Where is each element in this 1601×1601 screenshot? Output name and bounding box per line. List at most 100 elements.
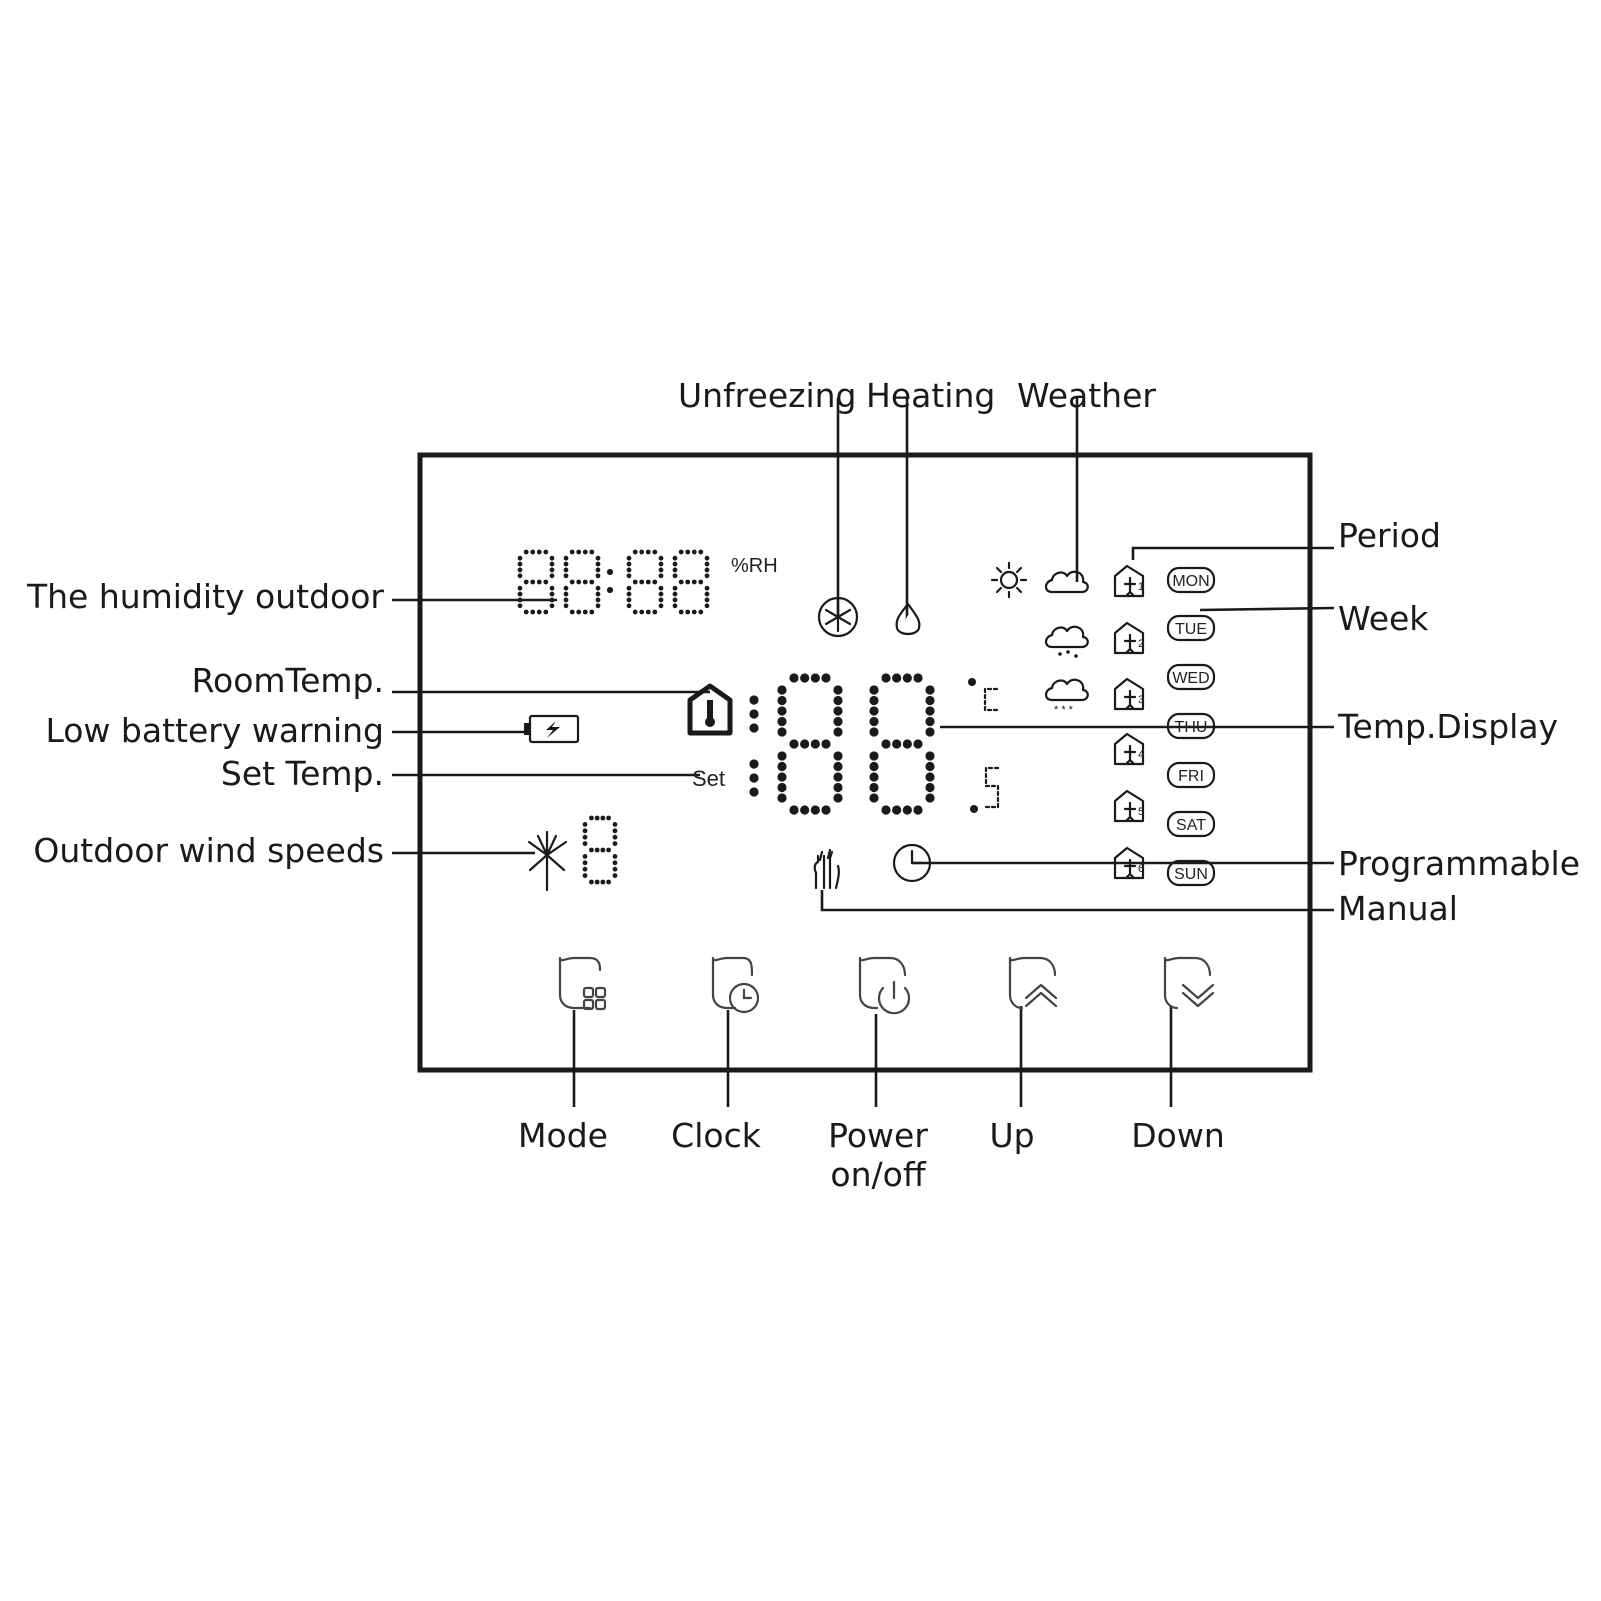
segment-dot: [523, 579, 529, 585]
day-badge: FRI: [1166, 761, 1216, 789]
segment-dot: [800, 805, 810, 815]
one-dot: [749, 709, 759, 719]
clock-button[interactable]: [711, 956, 760, 1014]
label-unfreezing: Unfreezing: [678, 376, 857, 415]
segment-dot: [892, 673, 902, 683]
day-label: THU: [1175, 719, 1208, 736]
label-power: Power: [828, 1116, 928, 1155]
segment-dot: [800, 673, 810, 683]
segment-dot: [569, 549, 575, 555]
cloud-icon: [1044, 570, 1089, 594]
day-badge: TUE: [1166, 614, 1216, 642]
snowflake-icon: [817, 596, 859, 638]
segment-dot: [704, 561, 710, 567]
segment-dot: [549, 585, 555, 591]
segment-dot: [691, 549, 697, 555]
segment-dot: [594, 879, 600, 885]
clock-icon: [728, 982, 760, 1014]
segment-dot: [612, 860, 618, 866]
label-down: Down: [1131, 1116, 1225, 1155]
segment-dot: [869, 706, 879, 716]
segment-dot: [698, 579, 704, 585]
segment-dot: [658, 567, 664, 573]
set-text: Set: [692, 766, 725, 791]
segment-dot: [925, 685, 935, 695]
up-button[interactable]: [1008, 956, 1058, 1010]
segment-dot: [902, 805, 912, 815]
segment-dot: [652, 609, 658, 615]
segment-dot: [881, 805, 891, 815]
day-label: WED: [1172, 670, 1209, 687]
segment-dot: [543, 579, 549, 585]
label-set-temp: Set Temp.: [221, 754, 384, 793]
segment-dot: [810, 805, 820, 815]
segment-dot: [881, 673, 891, 683]
segment-dot: [595, 561, 601, 567]
segment-dot: [672, 555, 678, 561]
segment-dot: [576, 579, 582, 585]
segment-dot: [925, 727, 935, 737]
segment-dot: [612, 866, 618, 872]
temp-digits: [749, 673, 935, 815]
hand-icon: [813, 848, 840, 890]
segment-dot: [892, 805, 902, 815]
segment-dot: [902, 739, 912, 749]
segment-dot: [704, 597, 710, 603]
segment-dot: [833, 772, 843, 782]
wind-turbine-icon: [527, 830, 568, 892]
colon-dot: [607, 569, 613, 575]
segment-dot: [549, 603, 555, 609]
segment-dot: [595, 597, 601, 603]
segment-dot: [704, 603, 710, 609]
segment-dot: [582, 834, 588, 840]
segment-dot: [833, 751, 843, 761]
segment-dot: [595, 573, 601, 579]
power-button[interactable]: [858, 956, 911, 1015]
segment-dot: [549, 573, 555, 579]
segment-dot: [678, 609, 684, 615]
down-button[interactable]: [1163, 956, 1215, 1010]
segment-dot: [626, 603, 632, 609]
segment-dot: [869, 782, 879, 793]
segment-dot: [612, 822, 618, 827]
segment-dot: [563, 591, 569, 597]
segment-dot: [549, 597, 555, 603]
period-number: 2: [1138, 638, 1144, 650]
segment-dot: [563, 603, 569, 609]
mode-button[interactable]: [558, 956, 607, 1011]
label-programmable: Programmable: [1338, 844, 1580, 883]
segment-dot: [869, 793, 879, 803]
label-humidity: The humidity outdoor: [26, 577, 384, 616]
segment-dot: [582, 860, 588, 866]
segment-dot: [652, 549, 658, 555]
segment-dot: [704, 567, 710, 573]
period-house-icon: 2: [1113, 621, 1144, 655]
segment-dot: [517, 561, 523, 567]
segment-dot: [925, 706, 935, 716]
segment-dot: [612, 834, 618, 840]
day-badge: SUN: [1166, 859, 1216, 887]
snow-cloud-icon: * * *: [1044, 678, 1089, 716]
segment-dot: [902, 673, 912, 683]
segment-dot: [582, 841, 588, 846]
segment-dot: [833, 782, 843, 793]
segment-dot: [543, 549, 549, 555]
segment-dot: [606, 815, 611, 821]
segment-dot: [789, 673, 799, 683]
segment-dot: [833, 685, 843, 695]
segment-dot: [582, 873, 588, 878]
segment-dot: [563, 567, 569, 573]
programmable-clock-icon: [892, 843, 932, 883]
segment-dot: [626, 585, 632, 591]
day-badge: SAT: [1166, 810, 1216, 838]
one-dot: [749, 695, 759, 705]
segment-dot: [530, 579, 536, 585]
segment-dot: [589, 879, 594, 885]
segment-dot: [595, 591, 601, 597]
segment-dot: [678, 549, 684, 555]
period-house-icon: 3: [1113, 677, 1144, 711]
segment-dot: [582, 822, 588, 827]
segment-dot: [589, 847, 594, 853]
